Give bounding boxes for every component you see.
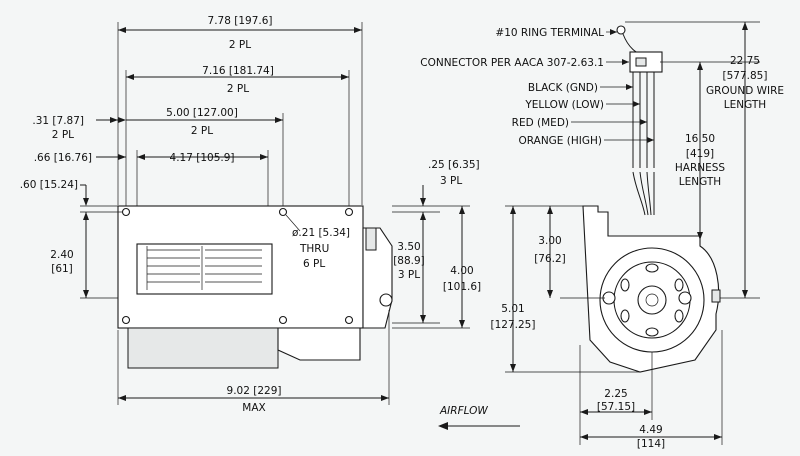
dim-side-width-b-mm: [114] [637,438,665,450]
dim-overall-b: 7.16 [181.74] [202,65,274,77]
right-height-dims [392,185,470,329]
motor-face-slots [620,263,684,337]
wire-red: RED (MED) [512,117,569,129]
dim-hole-offset-a: .31 [7.87] [32,115,84,127]
harness-dims [625,21,760,299]
dim-hole-spacing-a-pl: 2 PL [191,125,213,137]
airflow-indicator [438,422,520,430]
dim-height-c-in: 4.00 [450,265,473,277]
dim-harness-in: 16.50 [685,133,715,145]
dim-length-max: 9.02 [229] [227,385,282,397]
dim-length-max-label: MAX [242,402,265,414]
side-screw [379,293,393,307]
dim-height-c-mm: [101.6] [443,281,481,293]
wheel-opening [136,243,273,295]
dim-ground-l1: GROUND WIRE [706,85,784,97]
dim-hole-offset-c: .60 [15.24] [20,179,78,191]
dim-side-height-a-in: 3.00 [538,235,561,247]
mounting-holes [121,207,354,325]
dim-side-height-a-mm: [76.2] [534,253,566,265]
dim-side-width-a-in: 2.25 [604,388,627,400]
dim-height-a-mm: [61] [51,263,73,275]
dim-hole-dia-thru: THRU [299,243,329,255]
dim-overall-a: 7.78 [197.6] [208,15,273,27]
airflow-label: AIRFLOW [439,405,488,417]
wire-black: BLACK (GND) [528,82,598,94]
dim-height-b-in: 3.50 [397,241,420,253]
dim-hole-dia: ø.21 [5.34] [292,227,350,239]
dim-side-height-b-in: 5.01 [501,303,524,315]
wiring-harness [571,25,663,216]
dim-hole-offset-b: .66 [16.76] [34,152,92,164]
motor-housing [277,327,361,361]
dim-height-b-mm: [88.9] [393,255,425,267]
wire-orange: ORANGE (HIGH) [519,135,603,147]
labels: 7.78 [197.6] 2 PL 7.16 [181.74] 2 PL .31… [20,15,784,450]
dim-harness-l2: LENGTH [679,176,721,188]
dim-ground-mm: [577.85] [723,70,768,82]
dim-harness-mm: [419] [686,148,714,160]
dim-ground-l2: LENGTH [724,99,766,111]
dim-flange-offset-pl: 3 PL [440,175,462,187]
harness-wires [632,72,655,216]
ground-lug [711,289,721,303]
front-view [117,205,393,369]
wire-ring-terminal: #10 RING TERMINAL [495,27,604,39]
bottom-length-dim [117,310,390,405]
wire-connector: CONNECTOR PER AACA 307-2.63.1 [420,57,604,69]
dim-flange-offset: .25 [6.35] [428,159,480,171]
top-dimensions [80,22,363,213]
dim-height-a-in: 2.40 [50,249,73,261]
side-dims [505,205,723,445]
dim-side-width-a-mm: [57.15] [597,401,635,413]
dim-side-height-b-mm: [127.25] [491,319,536,331]
connector-stub [365,227,377,251]
ring-terminal [616,25,626,35]
motor-hub [637,285,667,315]
blower-wheel-blades [146,246,262,290]
dim-hole-offset-a-pl: 2 PL [52,129,74,141]
dim-side-width-b-in: 4.49 [639,424,662,436]
side-screw-right [678,291,692,305]
dim-hole-spacing-a: 5.00 [127.00] [166,107,238,119]
dim-hole-spacing-b: 4.17 [105.9] [170,152,235,164]
dim-ground-in: 22.75 [730,55,760,67]
side-view [582,205,721,373]
dim-overall-b-pl: 2 PL [227,83,249,95]
blower-housing [127,327,279,369]
left-height-dim [80,212,118,299]
dim-harness-l1: HARNESS [675,162,726,174]
motor-shaft [645,293,659,307]
dim-hole-dia-pl: 6 PL [303,258,325,270]
connector-latch [635,57,647,67]
dim-height-b-pl: 3 PL [398,269,420,281]
hole-leader [285,214,301,232]
dim-overall-a-pl: 2 PL [229,39,251,51]
wire-yellow: YELLOW (LOW) [524,99,604,111]
